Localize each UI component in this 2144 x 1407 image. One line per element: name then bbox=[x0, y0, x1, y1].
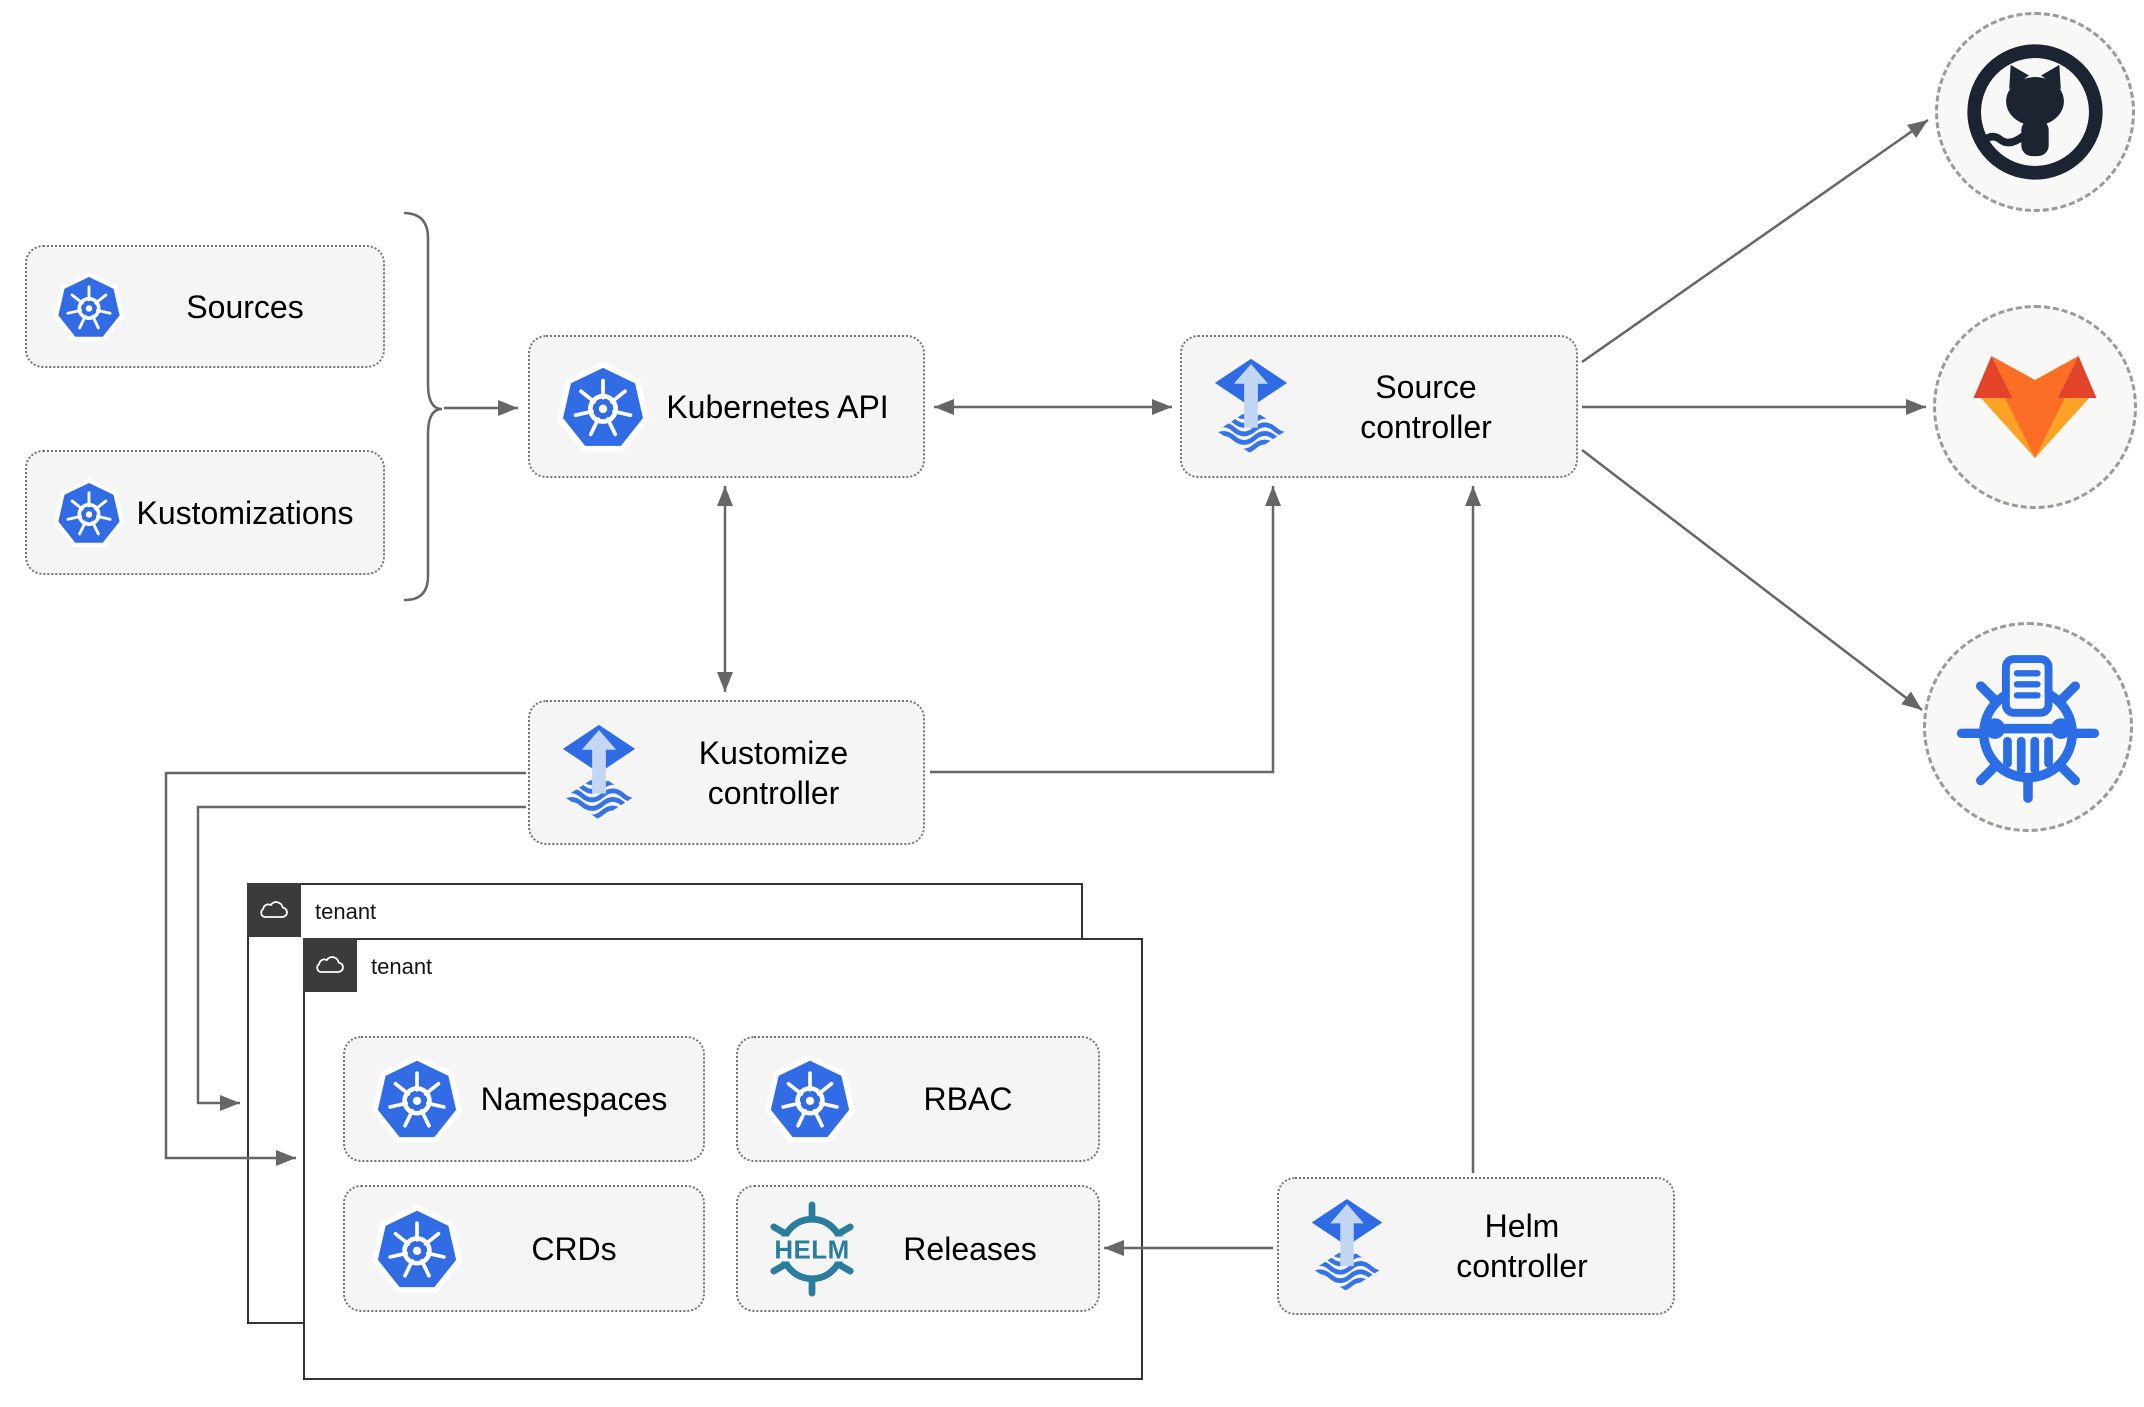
kustomize-controller-node: Kustomize controller bbox=[528, 700, 925, 845]
crds-label: CRDs bbox=[531, 1230, 617, 1267]
tenant-label: tenant bbox=[315, 899, 377, 924]
helm-controller-label: Helm controller bbox=[1456, 1208, 1588, 1284]
chartmuseum-icon bbox=[1956, 655, 2100, 803]
tenant-box-front: tenant Namespaces RBAC CRDs bbox=[303, 938, 1143, 1380]
flux-icon bbox=[556, 717, 642, 829]
namespaces-label: Namespaces bbox=[480, 1081, 668, 1117]
tenant-tab bbox=[303, 938, 357, 992]
rbac-label: RBAC bbox=[923, 1081, 1013, 1117]
releases-label: Releases bbox=[903, 1230, 1037, 1267]
curly-brace bbox=[403, 211, 443, 602]
tenant-tab bbox=[247, 883, 301, 937]
kubernetes-icon bbox=[53, 271, 125, 343]
kubernetes-icon bbox=[371, 1053, 463, 1145]
kubernetes-api-node: Kubernetes API bbox=[528, 335, 925, 478]
gitlab-icon bbox=[1973, 356, 2097, 458]
sources-label: Sources bbox=[186, 288, 304, 325]
kustomizations-label: Kustomizations bbox=[136, 494, 354, 531]
flux-icon bbox=[1208, 351, 1294, 463]
crds-node: CRDs bbox=[343, 1185, 705, 1312]
kubernetes-api-label: Kubernetes API bbox=[666, 388, 889, 425]
kubernetes-icon bbox=[764, 1053, 856, 1145]
flux-icon bbox=[1305, 1191, 1389, 1301]
helm-badge-text: HELM bbox=[774, 1236, 849, 1264]
kustomizations-node: Kustomizations bbox=[25, 450, 385, 575]
rbac-node: RBAC bbox=[736, 1036, 1100, 1162]
arrow-kustomize-controller-to-source-controller bbox=[930, 486, 1281, 774]
releases-node: HELM Releases bbox=[736, 1185, 1100, 1312]
source-controller-label: Source controller bbox=[1360, 368, 1492, 445]
namespaces-node: Namespaces bbox=[343, 1036, 705, 1162]
gitlab-target bbox=[1933, 305, 2137, 509]
arrow-source-controller-to-github bbox=[1581, 118, 1929, 364]
kubernetes-icon bbox=[53, 477, 125, 549]
sources-node: Sources bbox=[25, 245, 385, 368]
kubernetes-icon bbox=[556, 360, 650, 454]
helm-icon: HELM bbox=[769, 1200, 855, 1297]
github-target bbox=[1935, 12, 2135, 212]
arrow-source-controller-to-chartmuseum bbox=[1581, 449, 1923, 711]
chartmuseum-target bbox=[1923, 622, 2133, 832]
source-controller-node: Source controller bbox=[1180, 335, 1578, 478]
cloud-icon bbox=[312, 954, 348, 977]
cloud-icon bbox=[256, 899, 292, 922]
kustomize-controller-label: Kustomize controller bbox=[698, 734, 849, 811]
tenant-label: tenant bbox=[371, 954, 433, 979]
kubernetes-icon bbox=[371, 1203, 463, 1295]
helm-controller-node: Helm controller bbox=[1277, 1177, 1675, 1315]
github-icon bbox=[1967, 44, 2103, 180]
